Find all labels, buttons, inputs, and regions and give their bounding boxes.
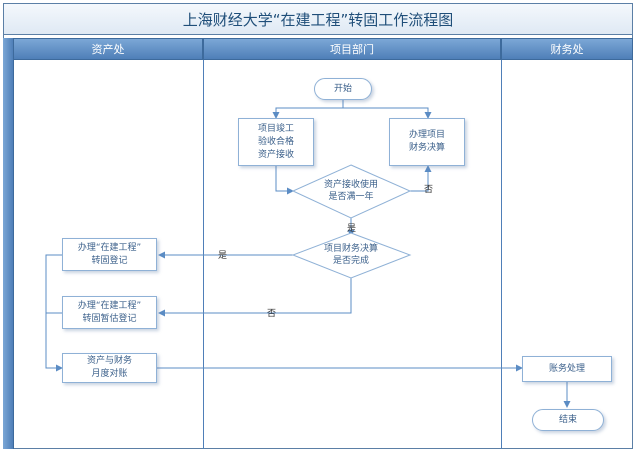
lane-header-finance: 财务处 (501, 38, 633, 60)
edge-label-usage-no: 否 (424, 185, 434, 195)
edge-reg-reconcile (45, 254, 63, 372)
lane-divider (501, 60, 502, 449)
decision-usage-label: 资产接收使用 是否满一年 (323, 180, 378, 202)
acceptance-node: 项目竣工 验收合格 资产接收 (238, 118, 314, 166)
edge-start-settlement (343, 107, 432, 119)
edge-label-usage-yes: 是 (347, 224, 357, 234)
diagram-title: 上海财经大学“在建工程”转固工作流程图 (3, 3, 633, 35)
edge-finance-no (158, 278, 352, 317)
settlement-node: 办理项目 财务决算 (389, 118, 465, 166)
transfer-reg-node: 办理“在建工程” 转固登记 (62, 238, 157, 271)
start-node: 开始 (314, 78, 372, 100)
accounting-node: 账务处理 (522, 356, 612, 382)
temp-reg-node: 办理“在建工程” 转固暂估登记 (62, 296, 157, 329)
edge-start-acceptance (272, 100, 344, 119)
end-node: 结束 (532, 409, 604, 431)
decision-finance-diamond (291, 232, 412, 279)
swimlane-strip (3, 38, 14, 449)
reconcile-node: 资产与财务 月度对账 (62, 353, 157, 383)
edge-label-finance-no: 否 (267, 309, 277, 319)
lane-header-project: 项目部门 (203, 38, 501, 60)
lane-header-assets: 资产处 (13, 38, 203, 60)
edge-label-finance-yes: 是 (218, 251, 228, 261)
edge-usage-no (410, 165, 432, 192)
decision-finance-label: 项目财务决算 是否完成 (323, 244, 378, 266)
edge-acceptance-check (275, 166, 294, 195)
decision-usage-diamond (291, 164, 412, 219)
